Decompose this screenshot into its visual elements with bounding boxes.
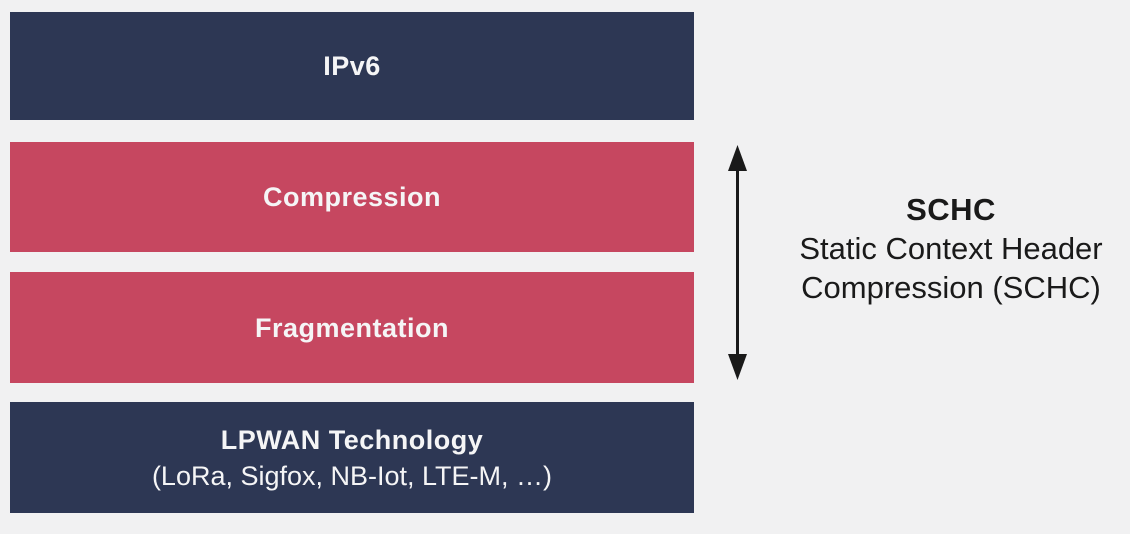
- layer-lpwan-label: LPWAN Technology: [220, 424, 484, 455]
- layer-compression-label: Compression: [262, 182, 442, 212]
- vertical-double-arrow-icon: [724, 144, 751, 381]
- layer-ipv6: IPv6: [10, 12, 694, 120]
- schc-annotation-line2: Compression (SCHC): [801, 270, 1101, 305]
- layer-compression: Compression: [10, 142, 694, 252]
- layer-fragmentation-label: Fragmentation: [254, 312, 449, 343]
- schc-annotation: SCHC Static Context Header Compression (…: [768, 190, 1130, 307]
- schc-annotation-line1: Static Context Header: [799, 231, 1103, 266]
- layer-fragmentation: Fragmentation: [10, 272, 694, 383]
- schc-annotation-title: SCHC: [906, 192, 996, 227]
- layer-lpwan-sublabel: (LoRa, Sigfox, NB-Iot, LTE-M, …): [151, 460, 553, 491]
- layer-ipv6-label: IPv6: [323, 51, 381, 81]
- layer-lpwan-technology: LPWAN Technology (LoRa, Sigfox, NB-Iot, …: [10, 402, 694, 513]
